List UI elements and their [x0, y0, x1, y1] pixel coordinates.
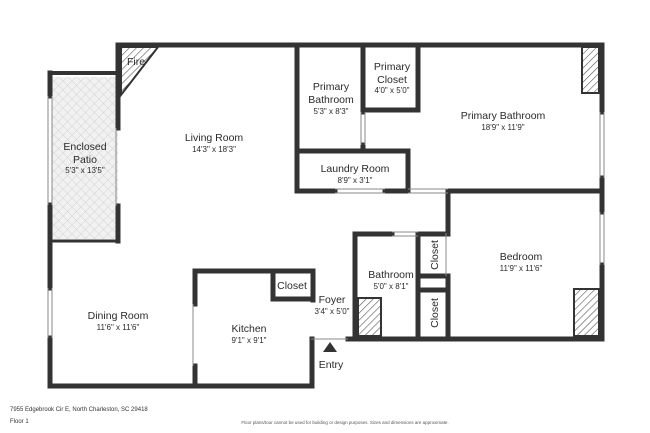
dining-room-dims: 11'6" x 11'6" — [97, 323, 140, 332]
primary-bathroom-name: Primary Bathroom — [461, 110, 546, 122]
closet-upper-label: Closet — [429, 240, 441, 270]
foyer-hatch — [357, 297, 382, 337]
kitchen-dims: 9'1" x 9'1" — [232, 336, 267, 345]
fireplace-block — [120, 46, 161, 98]
closet-lower-label: Closet — [429, 298, 441, 328]
closet-kitchen-label: Closet — [277, 280, 307, 292]
laundry-room-name: Laundry Room — [321, 163, 390, 175]
windows — [47, 96, 605, 366]
foyer-name: Foyer — [319, 294, 346, 306]
entry-label: Entry — [319, 359, 344, 371]
bathroom-name: Bathroom — [368, 269, 414, 281]
living-room-name: Living Room — [185, 132, 244, 144]
bedroom-name: Bedroom — [500, 251, 543, 263]
footer-floor: Floor 1 — [10, 419, 29, 425]
primary-bath-small-line1: Primary — [313, 81, 350, 93]
walls — [47, 42, 605, 389]
patio-dims: 5'3" x 13'5" — [65, 166, 105, 175]
primary-bath-small-line2: Bathroom — [308, 94, 354, 106]
foyer-dims: 3'4" x 5'0" — [315, 307, 350, 316]
fire-label: Fire — [127, 56, 145, 68]
bath-tub-hatch — [581, 46, 600, 94]
primary-closet-line1: Primary — [374, 61, 411, 73]
living-room-dims: 14'3" x 18'3" — [192, 145, 236, 154]
patio-floor — [52, 77, 118, 239]
bedroom-dims: 11'9" x 11'6" — [500, 264, 543, 273]
footer-address: 7955 Edgebrook Cir E, North Charleston, … — [10, 407, 148, 413]
dining-room-name: Dining Room — [88, 310, 149, 322]
primary-bathroom-dims: 18'9" x 11'9" — [481, 123, 524, 132]
primary-closet-line2: Closet — [377, 74, 407, 86]
primary-closet-dims: 4'0" x 5'0" — [375, 86, 410, 95]
entry-arrow-icon — [323, 342, 337, 352]
bathroom-dims: 5'0" x 8'1" — [374, 282, 409, 291]
patio-name-line2: Patio — [73, 154, 97, 166]
footer-disclaimer: Floor plans/tour cannot be used for buil… — [241, 420, 449, 425]
primary-bath-small-dims: 5'3" x 8'3" — [314, 107, 349, 116]
kitchen-name: Kitchen — [231, 323, 266, 335]
laundry-room-dims: 8'9" x 3'1" — [338, 176, 373, 185]
patio-name-line1: Enclosed — [63, 141, 106, 153]
bedroom-hatch — [573, 288, 600, 337]
